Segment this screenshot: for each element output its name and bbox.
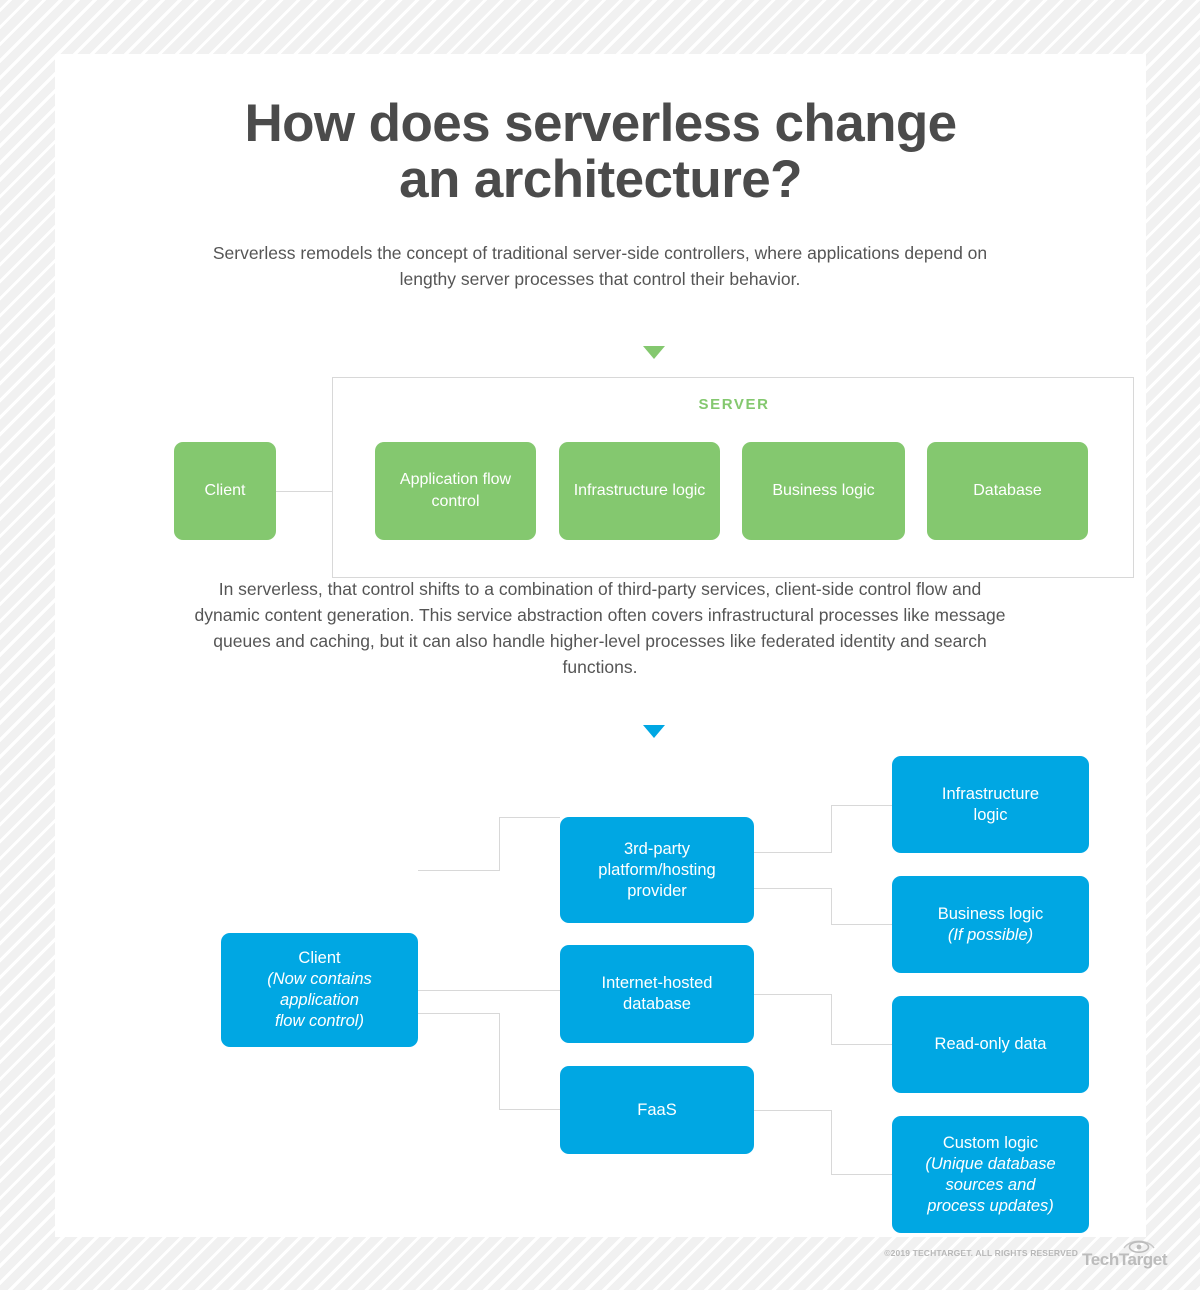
connector-faas-to-custom-a bbox=[754, 1110, 832, 1111]
connector-internetdb-to-readonly-a bbox=[754, 994, 832, 995]
node-application-flow-control[interactable]: Application flow control bbox=[375, 442, 536, 540]
serverless-paragraph: In serverless, that control shifts to a … bbox=[194, 579, 1006, 677]
connector-internetdb-to-readonly-c bbox=[831, 1044, 892, 1045]
node-sublabel-2: sources and bbox=[945, 1175, 1036, 1194]
node-label: Database bbox=[973, 482, 1042, 499]
connector-client-to-server bbox=[276, 491, 333, 492]
node-business-logic-serverless[interactable]: Business logic (If possible) bbox=[892, 876, 1089, 973]
node-label: Client bbox=[204, 482, 246, 499]
node-label-line-1: FaaS bbox=[637, 1100, 677, 1119]
connector-client-to-3rdparty-a bbox=[418, 870, 500, 871]
node-label: Infrastructure logic bbox=[573, 482, 706, 499]
node-label-line-1: Internet-hosted bbox=[601, 974, 713, 992]
server-container-label: SERVER bbox=[698, 396, 770, 413]
down-arrow-blue-icon bbox=[643, 725, 665, 738]
node-label-line-2: platform/hosting bbox=[598, 860, 716, 879]
node-label-line-1: 3rd-party bbox=[623, 839, 691, 858]
node-label-line-1: Read-only data bbox=[934, 1035, 1047, 1053]
connector-3rdparty-to-infra-a bbox=[754, 852, 832, 853]
node-label: Business logic bbox=[772, 482, 875, 499]
eye-icon bbox=[1122, 1237, 1156, 1258]
node-label-line-3: provider bbox=[627, 881, 687, 900]
node-sublabel-1: (Unique database bbox=[925, 1154, 1056, 1173]
node-client-serverless[interactable]: Client (Now contains application flow co… bbox=[221, 933, 418, 1047]
page-title: How does serverless change an architectu… bbox=[55, 96, 1146, 208]
node-read-only-data[interactable]: Read-only data bbox=[892, 996, 1089, 1093]
techtarget-wordmark: TechTarget bbox=[1082, 1250, 1168, 1269]
connector-client-to-faas-a bbox=[418, 1013, 500, 1014]
connector-internetdb-to-readonly-b bbox=[831, 994, 832, 1045]
node-sublabel-3: process updates) bbox=[927, 1196, 1054, 1215]
infographic-card: How does serverless change an architectu… bbox=[55, 54, 1146, 1237]
node-faas[interactable]: FaaS bbox=[560, 1066, 754, 1154]
node-label: Application flow control bbox=[399, 471, 512, 510]
node-label-line-2: database bbox=[623, 995, 691, 1013]
node-label-line-1: Infrastructure bbox=[941, 784, 1040, 803]
connector-3rdparty-to-business-c bbox=[831, 924, 892, 925]
node-sublabel-1: (Now contains bbox=[267, 970, 372, 988]
techtarget-logo: TechTarget bbox=[1082, 1237, 1172, 1271]
node-internet-hosted-database[interactable]: Internet-hosted database bbox=[560, 945, 754, 1043]
connector-3rdparty-to-infra-c bbox=[831, 805, 892, 806]
connector-faas-to-custom-c bbox=[831, 1174, 892, 1175]
connector-3rdparty-to-business-a bbox=[754, 888, 832, 889]
node-label-line-2: logic bbox=[973, 805, 1008, 824]
node-third-party-platform[interactable]: 3rd-party platform/hosting provider bbox=[560, 817, 754, 923]
node-sublabel-2: application bbox=[280, 991, 359, 1009]
node-label-line-1: Business logic bbox=[937, 904, 1044, 923]
intro-paragraph: Serverless remodels the concept of tradi… bbox=[212, 243, 988, 289]
node-custom-logic[interactable]: Custom logic (Unique database sources an… bbox=[892, 1116, 1089, 1233]
connector-client-to-faas-b bbox=[499, 1013, 500, 1110]
down-arrow-green-icon bbox=[643, 346, 665, 359]
node-sublabel-3: flow control) bbox=[275, 1012, 364, 1030]
connector-client-to-3rdparty-c bbox=[499, 817, 560, 818]
connector-3rdparty-to-business-b bbox=[831, 888, 832, 925]
connector-client-to-faas-c bbox=[499, 1109, 560, 1110]
node-database[interactable]: Database bbox=[927, 442, 1088, 540]
node-sublabel-1: (If possible) bbox=[947, 925, 1034, 944]
node-label-line-1: Custom logic bbox=[942, 1133, 1039, 1152]
node-label: Client bbox=[298, 949, 341, 967]
connector-client-to-internetdb bbox=[418, 990, 560, 991]
node-business-logic[interactable]: Business logic bbox=[742, 442, 905, 540]
copyright-text: ©2019 TECHTARGET. ALL RIGHTS RESERVED bbox=[884, 1248, 1078, 1258]
node-client-traditional[interactable]: Client bbox=[174, 442, 276, 540]
node-infrastructure-logic-serverless[interactable]: Infrastructure logic bbox=[892, 756, 1089, 853]
connector-client-to-3rdparty-b bbox=[499, 817, 500, 871]
page-title-line-2: an architecture? bbox=[399, 150, 802, 209]
node-infrastructure-logic[interactable]: Infrastructure logic bbox=[559, 442, 720, 540]
footer: ©2019 TECHTARGET. ALL RIGHTS RESERVED Te… bbox=[0, 1237, 1200, 1290]
page-title-line-1: How does serverless change bbox=[244, 94, 957, 153]
connector-faas-to-custom-b bbox=[831, 1110, 832, 1174]
connector-3rdparty-to-infra-b bbox=[831, 805, 832, 853]
